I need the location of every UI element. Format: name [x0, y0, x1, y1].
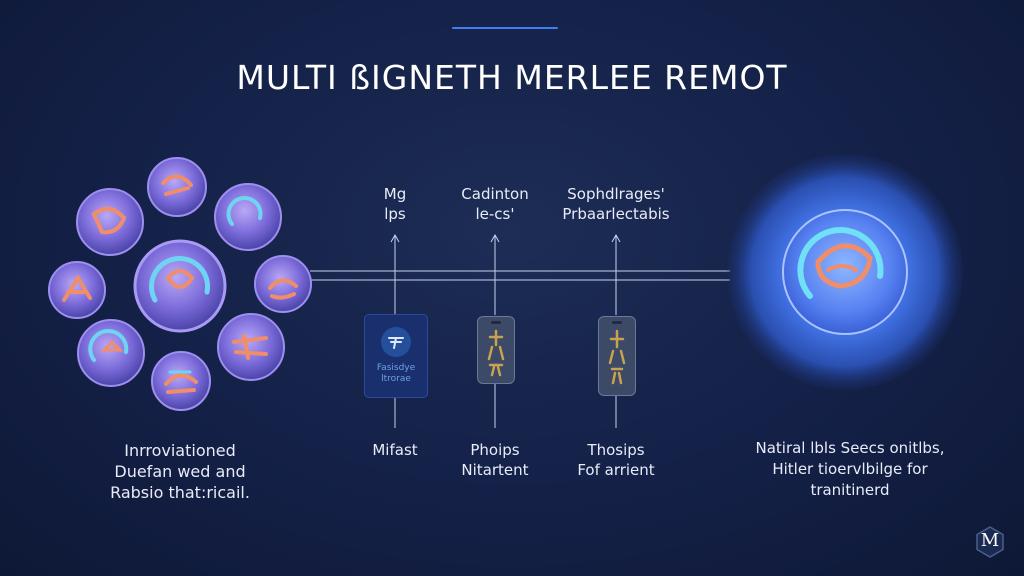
right-caption: Natiral lbls Seecs onitlbs, Hitler tioer…	[740, 438, 960, 501]
orb-1	[147, 157, 207, 217]
column-3-top-line-2: Prbaarlectabis	[562, 205, 670, 223]
card-caption: Fasisdye ltrorae	[377, 363, 415, 385]
phone-device-2	[598, 316, 636, 396]
arrow-head-3	[611, 233, 621, 243]
target-orb	[727, 154, 963, 390]
column-2-top-line-2: le-cs'	[475, 205, 515, 223]
column-2-top-line-1: Cadinton	[461, 185, 529, 203]
orb-2-glyph-icon	[91, 206, 127, 235]
orb-5-glyph-icon	[268, 278, 298, 300]
orb-3-glyph-icon	[226, 196, 263, 226]
orb-center-ring-icon	[149, 256, 211, 303]
column-2-bottom-line-1: Phoips	[470, 441, 520, 459]
left-caption: Inrroviationed Duefan wed and Rabsio tha…	[95, 440, 265, 503]
column-3-top-label: Sophdlrages' Prbaarlectabis	[546, 184, 686, 224]
orb-center-glyph-icon	[165, 269, 195, 289]
phone-device-1	[477, 316, 515, 384]
target-orb-line-icon	[826, 264, 858, 272]
column-1-bottom-line-1: Mifast	[372, 441, 418, 459]
phone-figure-2-icon	[608, 321, 626, 385]
column-3-bottom-label: Thosips Fof arrient	[556, 440, 676, 480]
column-3-top-line-1: Sophdlrages'	[567, 185, 665, 203]
column-1-top-label: Mg lps	[355, 184, 435, 224]
arrow-head-2	[490, 233, 500, 243]
column-2-bottom-line-2: Nitartent	[461, 461, 529, 479]
column-3-bottom-line-1: Thosips	[587, 441, 645, 459]
column-1-top-line-1: Mg	[383, 185, 407, 203]
orb-6-mark-icon	[100, 339, 124, 352]
target-orb-glyph-icon	[815, 243, 873, 289]
column-2-bottom-label: Phoips Nitartent	[440, 440, 550, 480]
phone-figure-1-icon	[487, 321, 505, 377]
page-title: MULTI ßIGNETH MERLEE REMOT	[236, 58, 788, 97]
card-caption-line-1: Fasisdye	[376, 363, 416, 373]
column-3-bottom-line-2: Fof arrient	[577, 461, 655, 479]
orb-1-glyph-icon	[161, 174, 193, 196]
left-caption-line-2: Duefan wed and	[114, 462, 246, 481]
left-caption-line-1: Inrroviationed	[124, 441, 236, 460]
orb-2	[76, 188, 144, 256]
orb-8	[151, 351, 211, 411]
column-1-top-line-2: lps	[384, 205, 406, 223]
card-glyph-icon	[388, 337, 404, 349]
right-caption-line-3: tranitinerd	[810, 481, 890, 499]
arrow-head-1	[390, 233, 400, 243]
orb-4-glyph-icon	[62, 274, 92, 302]
left-caption-line-3: Rabsio that:ricail.	[110, 483, 250, 502]
orb-6-glyph-icon	[88, 329, 129, 362]
orb-cluster	[48, 157, 312, 411]
column-1-bottom-label: Mifast	[355, 440, 435, 460]
right-caption-line-1: Natiral lbls Seecs onitlbs,	[755, 439, 945, 457]
orb-7-glyph-icon	[232, 334, 268, 360]
hexagon-logo-icon	[976, 526, 1004, 558]
logo-letter: M	[980, 530, 1000, 551]
feature-card: Fasisdye ltrorae	[364, 314, 428, 398]
orb-7	[217, 313, 285, 381]
card-caption-line-2: ltrorae	[381, 374, 411, 384]
top-accent-bar	[452, 27, 558, 29]
column-2-top-label: Cadinton le-cs'	[440, 184, 550, 224]
orb-3	[214, 183, 282, 251]
orb-8-glyph-icon	[164, 373, 198, 394]
brand-logo: M	[975, 526, 1005, 558]
card-emblem-icon	[381, 327, 411, 357]
right-caption-line-2: Hitler tioervlbilge for	[772, 460, 928, 478]
orb-5	[254, 255, 312, 313]
target-orb-ring-icon	[797, 227, 884, 299]
